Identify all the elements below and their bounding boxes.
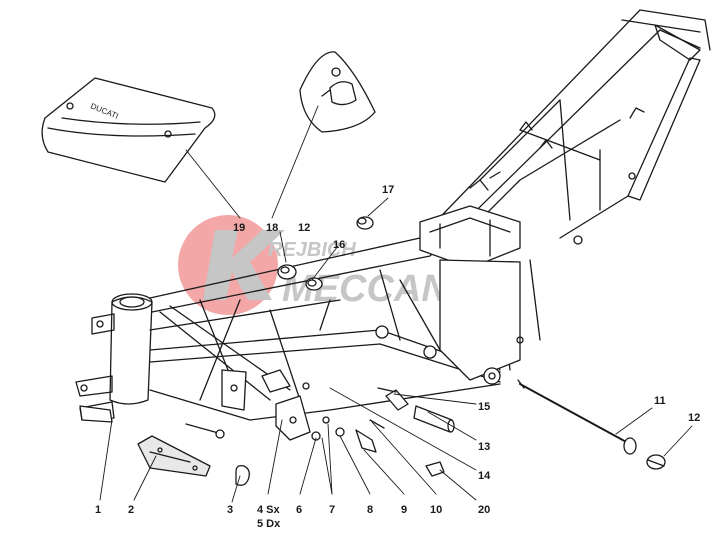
leader-lines: [99, 105, 693, 503]
callout-15: 15: [478, 401, 491, 413]
callout-1: 1: [95, 504, 102, 516]
callout-4-sx: 4 Sx: [257, 504, 280, 516]
end-cap-part: [646, 454, 666, 470]
tool-holder-part: [299, 51, 376, 133]
callout-7: 7: [329, 504, 336, 516]
callout-14: 14: [478, 470, 491, 482]
spacer-parts: [377, 387, 455, 433]
watermark-k-glyph: [203, 230, 285, 300]
callout-17: 17: [382, 184, 395, 196]
bracket-plate-part: [137, 435, 211, 477]
motorcycle-frame: [75, 9, 711, 421]
callout-5-dx: 5 Dx: [257, 518, 281, 530]
callout-16: 16: [333, 239, 346, 251]
callout-9: 9: [401, 504, 408, 516]
callout-3: 3: [227, 504, 234, 516]
hardware-parts: [302, 382, 385, 453]
pivot-shaft-part: [517, 379, 637, 455]
callout-8: 8: [367, 504, 374, 516]
callout-2: 2: [128, 504, 135, 516]
cable-clip-part: [235, 464, 250, 486]
seat-pouch-part: DUCATI: [41, 77, 216, 183]
callout-19: 19: [233, 222, 246, 234]
side-bracket-part: [275, 395, 311, 441]
callout-6: 6: [296, 504, 303, 516]
bushing-parts: [277, 216, 374, 291]
nut-part: [425, 461, 445, 477]
watermark-line1: REJBICH: [268, 239, 356, 261]
callout-13: 13: [478, 441, 491, 453]
callout-20: 20: [478, 504, 491, 516]
callout-12-right: 12: [688, 412, 701, 424]
callout-18: 18: [266, 222, 279, 234]
callout-10: 10: [430, 504, 443, 516]
callout-11: 11: [654, 395, 666, 407]
callout-12-top: 12: [298, 222, 311, 234]
